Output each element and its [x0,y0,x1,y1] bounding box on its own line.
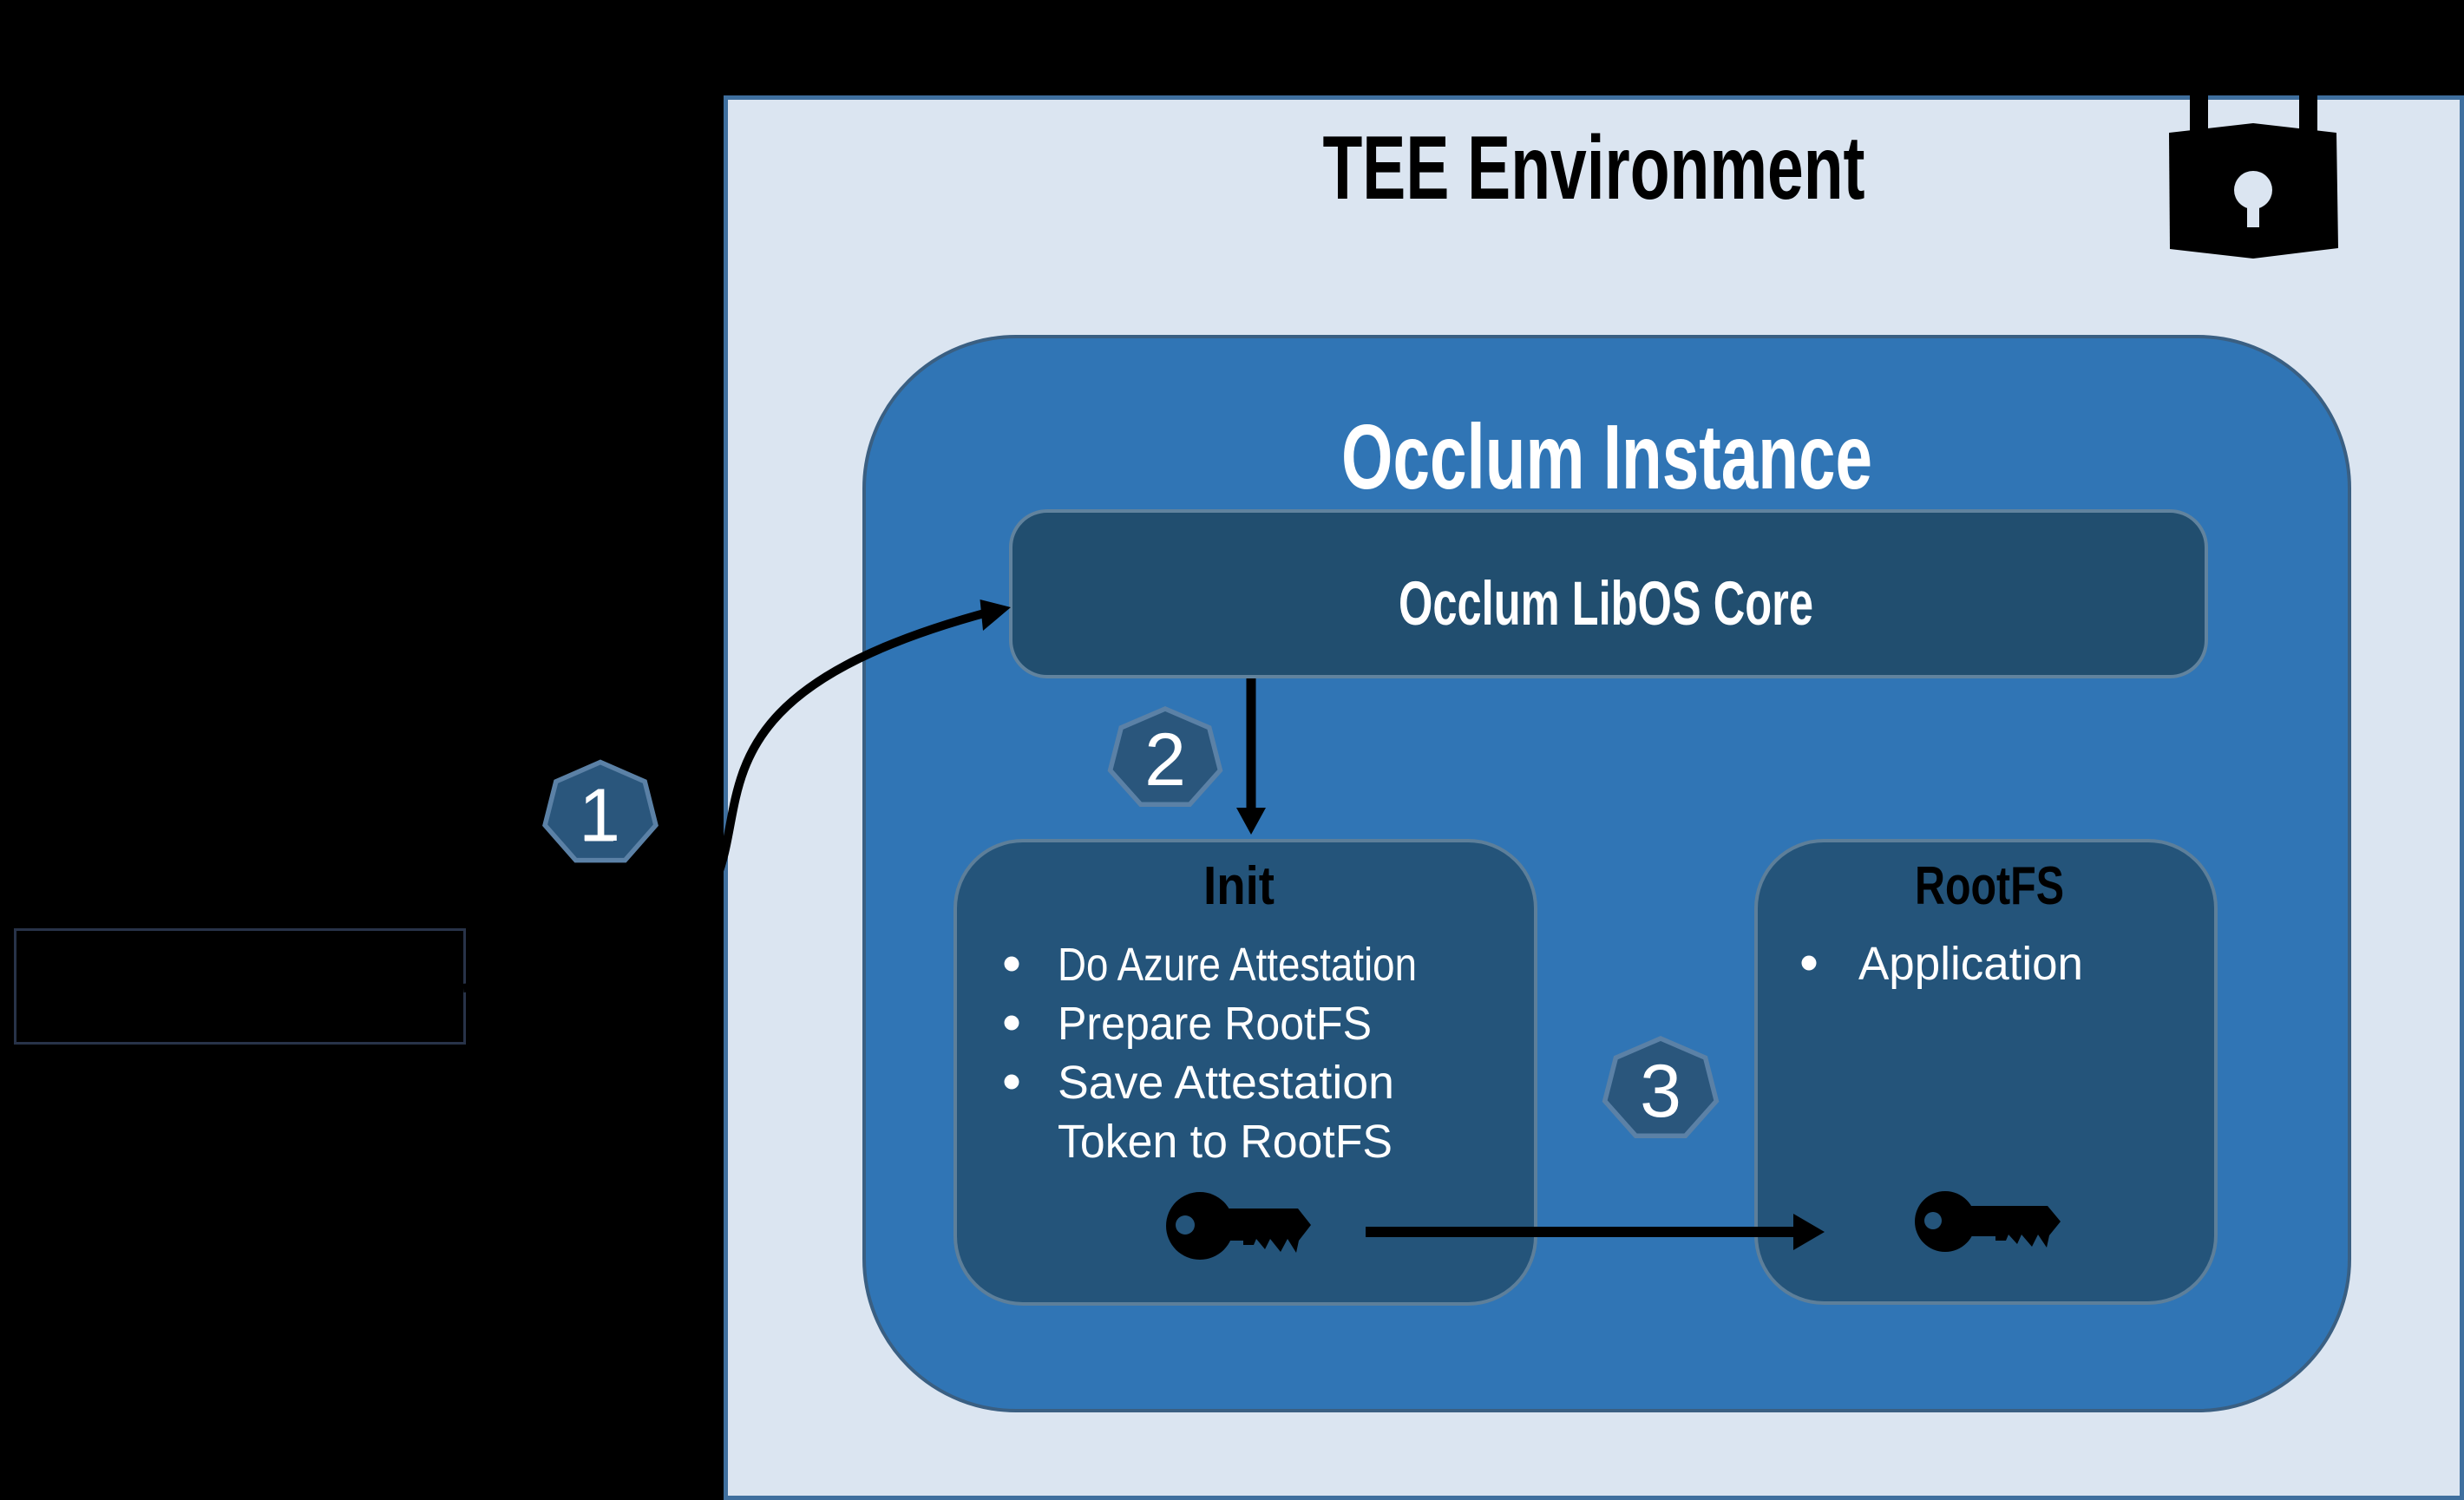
svg-text:Do Azure Attestation: Do Azure Attestation [1058,939,1417,991]
svg-text:Occlum Instance: Occlum Instance [1341,406,1872,508]
svg-text:Token to RootFS: Token to RootFS [1058,1116,1393,1168]
svg-text:TEE Environment: TEE Environment [1323,118,1865,219]
svg-text:Prepare RootFS: Prepare RootFS [1058,998,1372,1050]
svg-text:RootFS: RootFS [1915,856,2064,916]
svg-text:Occlum LibOS Core: Occlum LibOS Core [1399,570,1813,639]
svg-text:1: 1 [579,774,620,857]
svg-text:Application: Application [1858,938,2083,990]
svg-text:2: 2 [1144,718,1186,802]
svg-text:Save Attestation: Save Attestation [1058,1057,1394,1109]
svg-text:Init: Init [1203,856,1275,916]
svg-text:3: 3 [1640,1050,1681,1133]
